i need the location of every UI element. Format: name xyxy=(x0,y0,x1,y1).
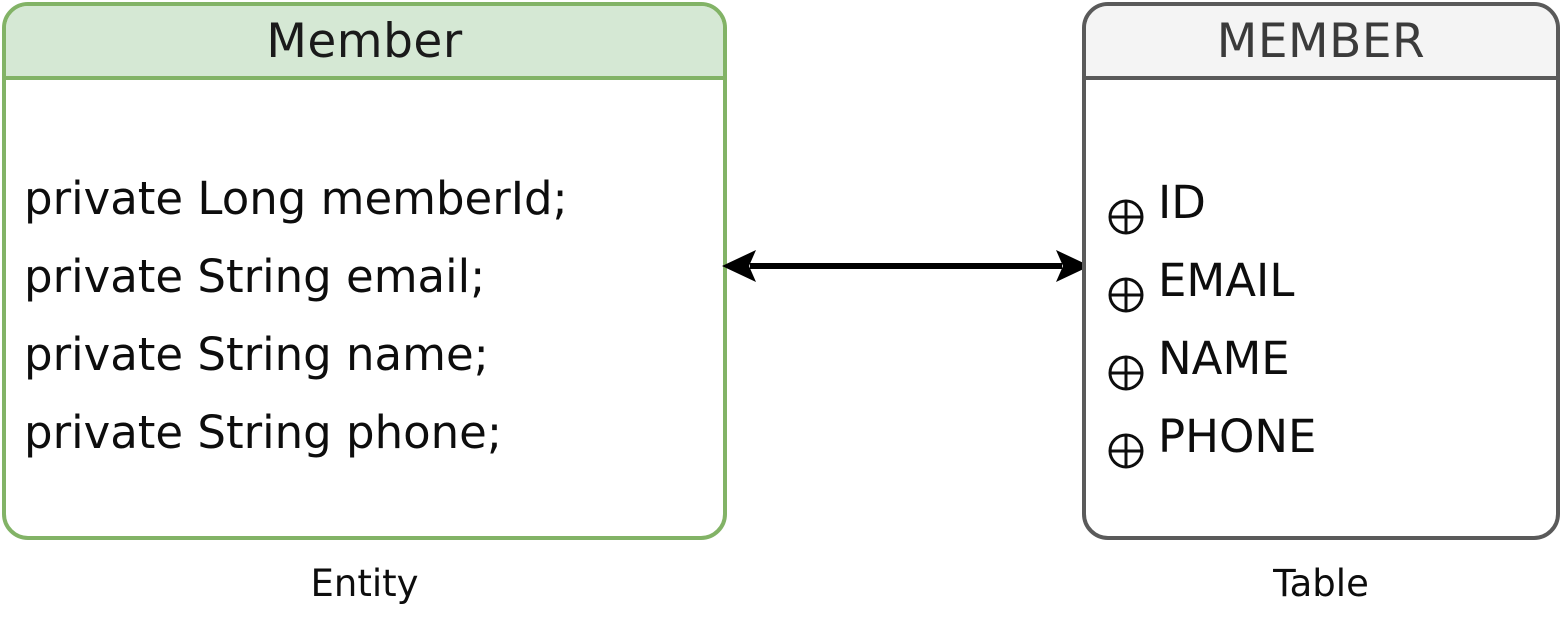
entity-field: private String phone; xyxy=(24,406,502,459)
circled-plus-icon xyxy=(1106,339,1146,391)
table-card[interactable]: MEMBER ID xyxy=(1082,2,1560,540)
circled-plus-icon xyxy=(1106,417,1146,469)
entity-field: private String email; xyxy=(24,250,486,303)
table-column-name: PHONE xyxy=(1158,410,1317,463)
circled-plus-icon xyxy=(1106,183,1146,235)
entity-field-list: private Long memberId; private String em… xyxy=(6,80,723,472)
circled-plus-icon xyxy=(1106,261,1146,313)
table-column-row: EMAIL xyxy=(1106,242,1556,320)
entity-title: Member xyxy=(6,6,723,80)
entity-card[interactable]: Member private Long memberId; private St… xyxy=(2,2,727,540)
table-column-list: ID EMAIL xyxy=(1086,80,1556,476)
table-column-row: PHONE xyxy=(1106,398,1556,476)
table-title: MEMBER xyxy=(1086,6,1556,80)
entity-field: private Long memberId; xyxy=(24,172,568,225)
entity-table-connector xyxy=(722,238,1090,294)
table-column-name: ID xyxy=(1158,176,1206,229)
table-column-row: NAME xyxy=(1106,320,1556,398)
table-column-row: ID xyxy=(1106,164,1556,242)
table-column-name: EMAIL xyxy=(1158,254,1295,307)
double-headed-arrow-icon xyxy=(722,250,1090,282)
entity-caption: Entity xyxy=(310,562,419,605)
entity-field: private String name; xyxy=(24,328,489,381)
table-column-name: NAME xyxy=(1158,332,1290,385)
table-caption: Table xyxy=(1273,562,1369,605)
